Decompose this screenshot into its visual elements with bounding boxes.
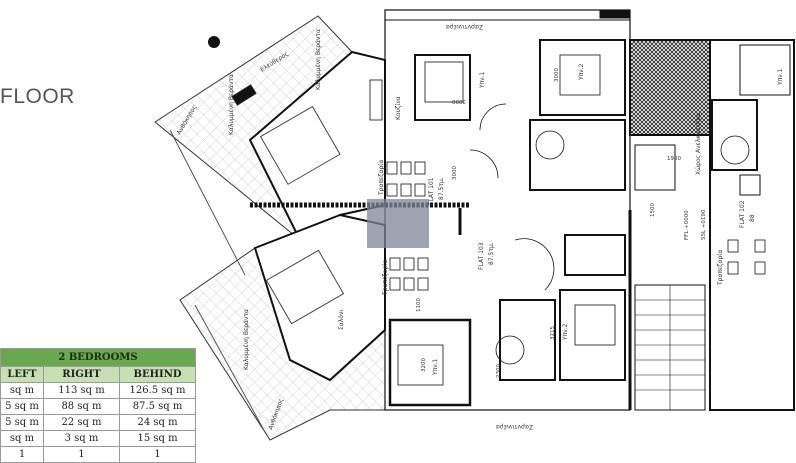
cell: 3 sq m — [43, 430, 120, 447]
main-block — [250, 9, 631, 411]
cell: sq m — [0, 382, 44, 399]
cell: sq m — [0, 430, 44, 447]
cell: 1 — [0, 446, 44, 463]
floor-title: FLOOR — [0, 85, 75, 108]
marker-overlay — [367, 199, 429, 248]
room-dining-right: Τραπεζαρία — [717, 250, 724, 286]
dim-3000-c: 3000 — [452, 166, 458, 180]
room-kitchen: Κουζίνα — [395, 96, 402, 120]
dim-3000-b: 3000 — [554, 68, 560, 82]
cell: 88 sq m — [43, 398, 120, 415]
table-group-header: 2 BEDROOMS — [0, 348, 197, 367]
cell: 113 sq m — [43, 382, 120, 399]
planter-box-bottom: Ζαρντινιέρα — [496, 423, 533, 430]
flat-101-area: 87.5τμ. — [438, 177, 445, 200]
room-bed2-bottom: Υπν.2 — [562, 323, 569, 341]
cell: 15 sq m — [118, 430, 197, 447]
ffl-label: FFL +0000 — [684, 210, 690, 240]
cell: 1 — [118, 446, 197, 463]
room-bed1-right: Υπν.1 — [777, 68, 784, 86]
flat-103-label: FLAT 103 — [478, 242, 485, 270]
dim-3000-a: 3000 — [452, 98, 466, 104]
ssl-label: SSL +0190 — [701, 209, 707, 240]
lift-lobby-label: Χώρος Ανελκυστήρα — [695, 113, 702, 175]
dim-1100: 1100 — [416, 298, 422, 312]
room-bed2-top: Υπν.2 — [578, 63, 585, 81]
room-living: Σαλόνι — [338, 310, 345, 330]
dim-1900: 1900 — [667, 156, 681, 162]
flat-101-label: FLAT 101 — [428, 177, 435, 205]
cell: 1 — [43, 446, 120, 463]
flat-103-area: 87.5τμ. — [488, 242, 495, 265]
table-row: 1 1 1 — [0, 446, 197, 463]
right-flat — [709, 39, 795, 411]
dim-1500: 1500 — [650, 203, 656, 217]
cell: 5 sq m — [0, 398, 44, 415]
area-table: 2 BEDROOMS LEFT RIGHT BEHIND sq m 113 sq… — [0, 348, 197, 463]
dim-3200: 3200 — [421, 358, 427, 372]
room-dining-top: Τραπεζαρία — [378, 160, 385, 196]
cell: 87.5 sq m — [118, 398, 197, 415]
cell: 22 sq m — [43, 414, 120, 431]
core — [628, 39, 711, 411]
floor-plan: FLAT 101 87.5τμ. FLAT 103 87.5τμ. FLAT 1… — [154, 9, 795, 441]
table-row: sq m 113 sq m 126.5 sq m — [0, 382, 197, 399]
col-behind: BEHIND — [118, 366, 197, 383]
covered-veranda-2: Καλυμμένη Βεράντα — [315, 29, 322, 90]
col-left: LEFT — [0, 366, 44, 383]
left-wing — [154, 15, 386, 441]
cell: 126.5 sq m — [118, 382, 197, 399]
room-dining-bottom: Τραπεζαρία — [382, 260, 389, 296]
col-right: RIGHT — [43, 366, 120, 383]
planter-box-top: Ζαρντινιέρα — [446, 23, 483, 30]
flat-102-label: FLAT 102 — [739, 200, 746, 228]
covered-veranda-3: Καλυμμένη Βεράντα — [243, 309, 250, 370]
dim-3215: 3215 — [550, 326, 556, 340]
table-row: 5 sq m 22 sq m 24 sq m — [0, 414, 197, 431]
north-marker — [208, 36, 220, 48]
cell: 5 sq m — [0, 414, 44, 431]
cell: 24 sq m — [118, 414, 197, 431]
dim-2300: 2300 — [496, 364, 502, 378]
covered-veranda-1: Καλυμμένη Βεράντα — [228, 74, 235, 135]
room-bed1-top: Υπν.1 — [479, 71, 486, 89]
table-row: 5 sq m 88 sq m 87.5 sq m — [0, 398, 197, 415]
room-bed1-bottom: Υπν.1 — [432, 358, 439, 376]
table-row: sq m 3 sq m 15 sq m — [0, 430, 197, 447]
flat-102-area: 88 — [749, 214, 756, 222]
